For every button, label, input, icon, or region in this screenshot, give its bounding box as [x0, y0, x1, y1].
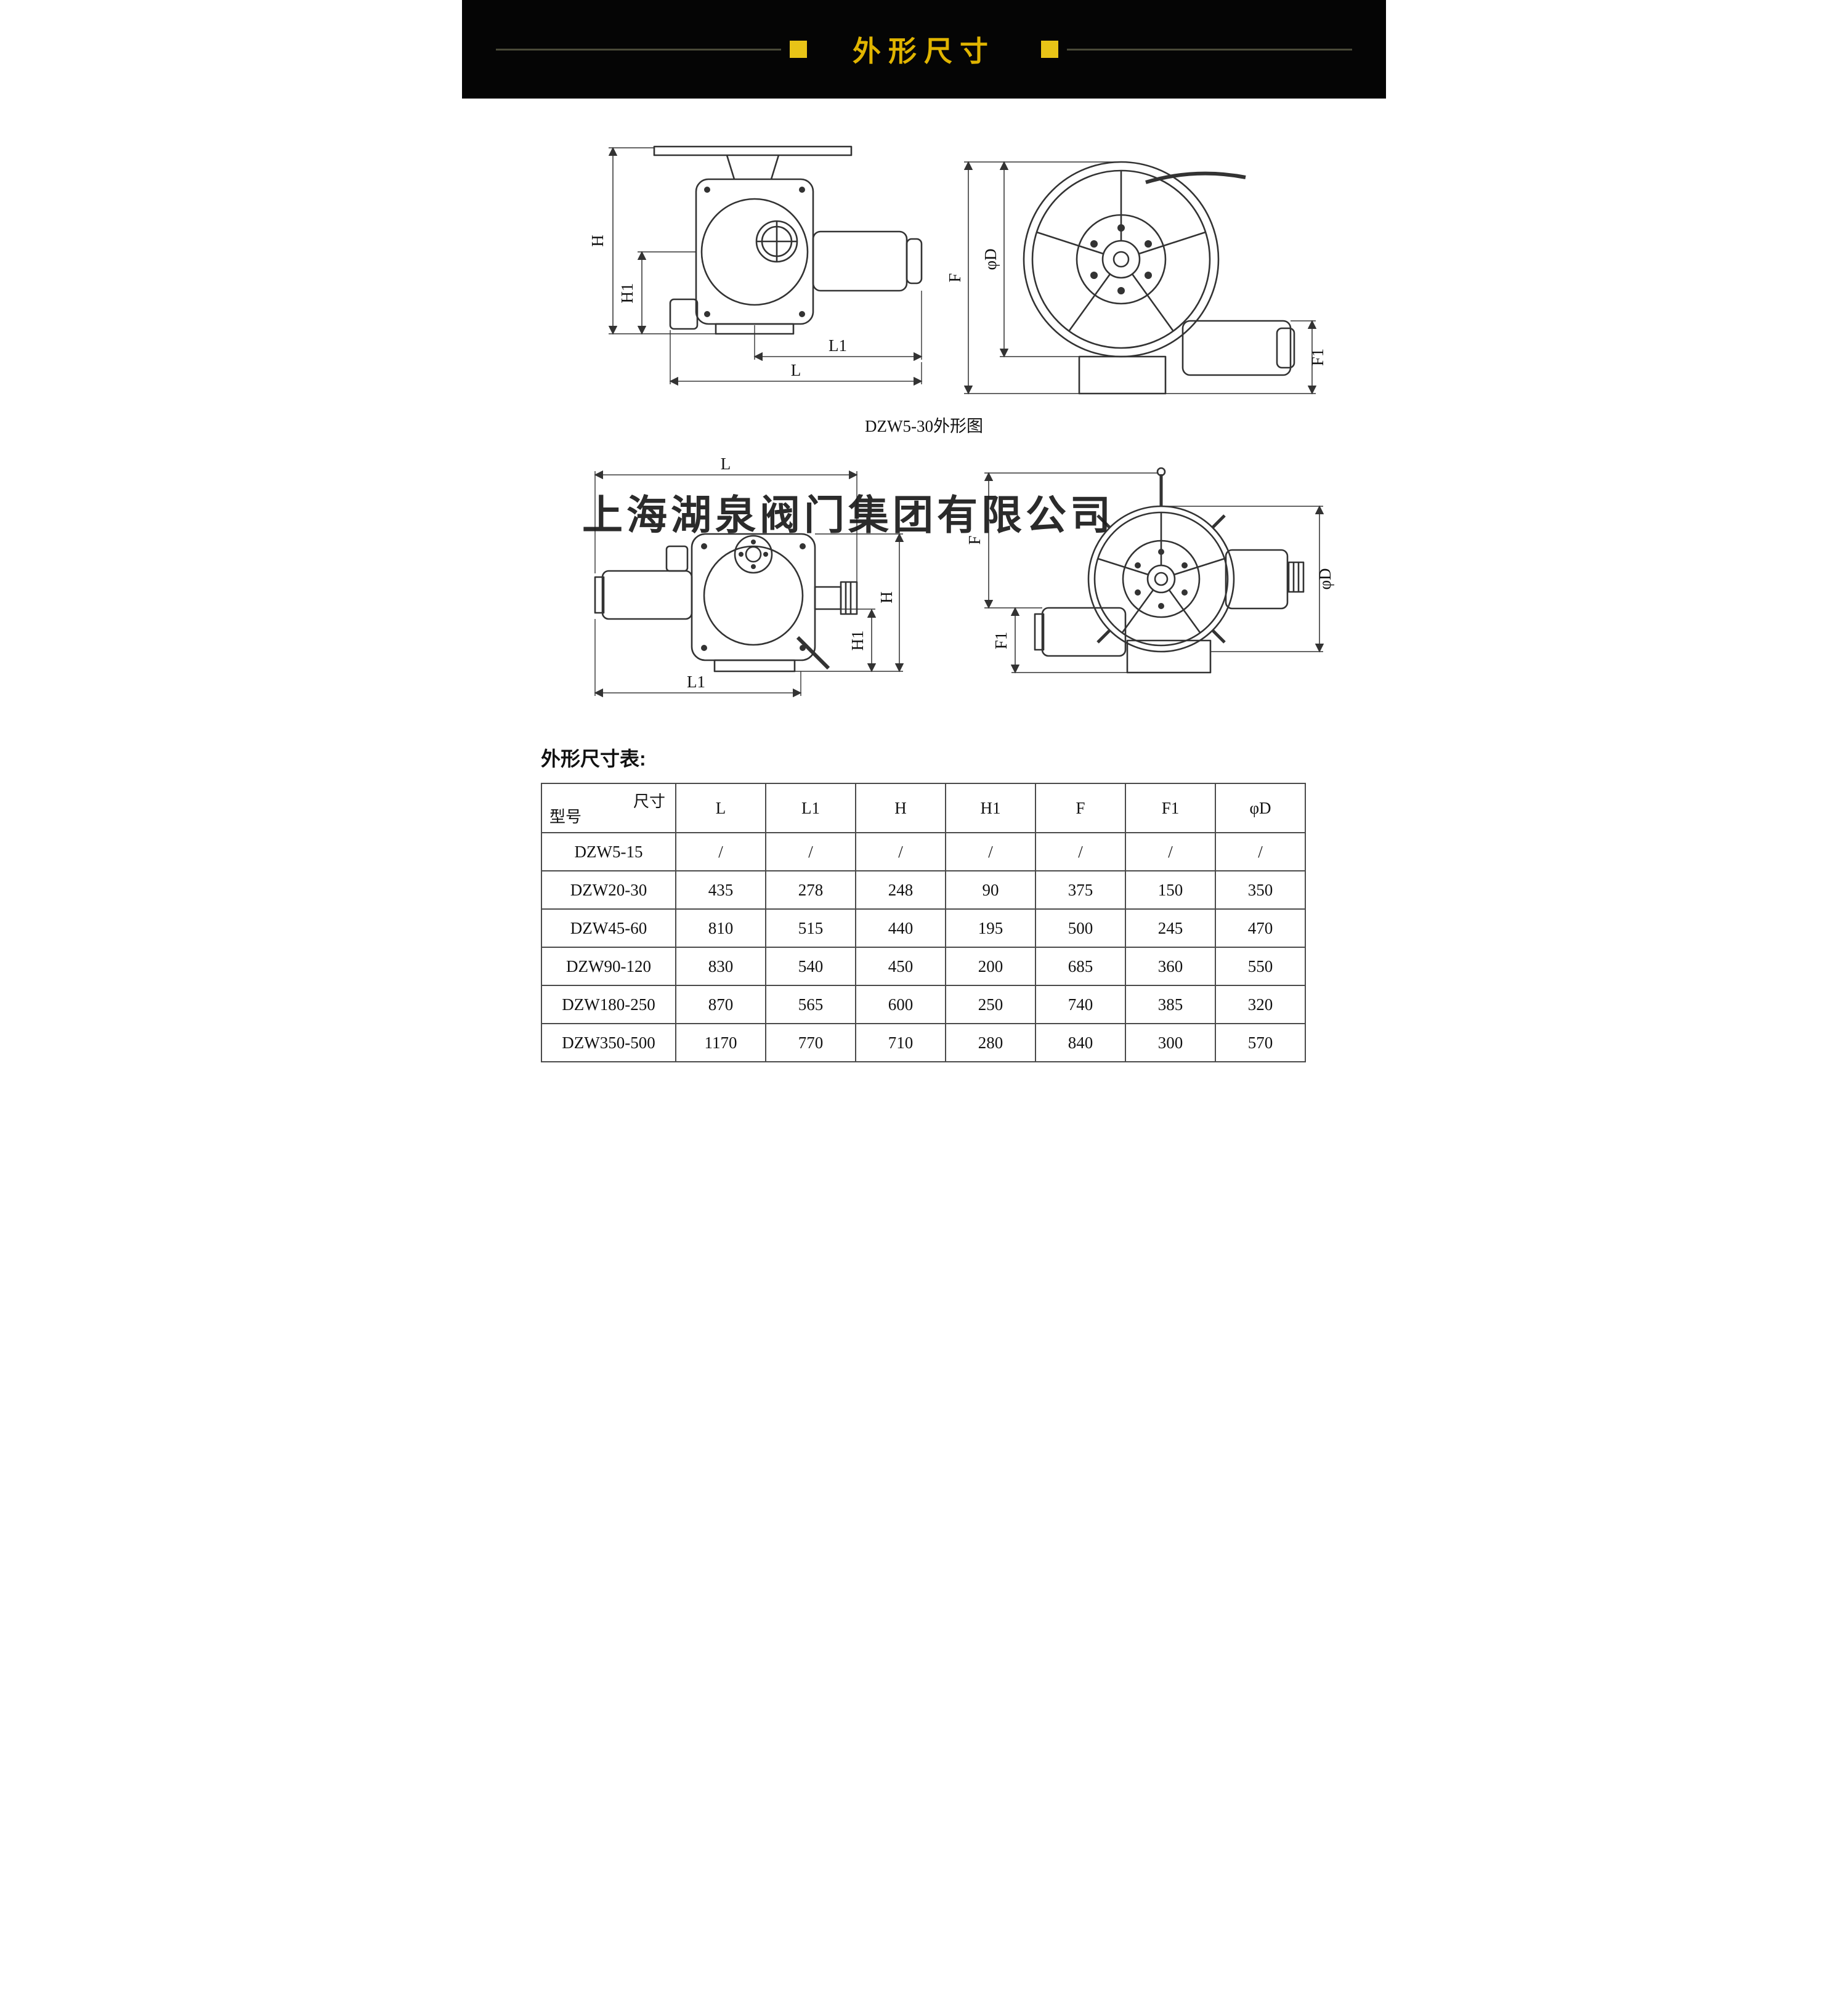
company-watermark: 上海湖泉阀门集团有限公司 — [582, 491, 1114, 539]
value-cell: 350 — [1215, 870, 1306, 910]
value-cell: 250 — [945, 985, 1036, 1024]
dim2-label-h1: H1 — [848, 631, 867, 651]
outline-drawing-bottom: L H H1 L1 — [594, 455, 1334, 698]
value-cell: / — [765, 832, 856, 871]
col-header-f: F — [1035, 783, 1126, 833]
value-cell: 550 — [1215, 947, 1306, 986]
value-cell: 150 — [1125, 870, 1216, 910]
value-cell: / — [1125, 832, 1216, 871]
model-cell: DZW45-60 — [541, 908, 676, 948]
banner-rule-left — [496, 48, 781, 51]
value-cell: 600 — [855, 985, 946, 1024]
value-cell: 1170 — [675, 1023, 766, 1062]
front-view-drawing: F φD F1 — [946, 161, 1327, 395]
corner-cell: 尺寸 型号 — [541, 783, 676, 833]
page: 外形尺寸 — [462, 0, 1386, 1118]
value-cell: 450 — [855, 947, 946, 986]
dim-label-l1: L1 — [829, 336, 847, 355]
side-view-drawing: H H1 L1 L — [588, 145, 923, 386]
table-row: DZW90-120 830 540 450 200 685 360 550 — [541, 947, 1306, 986]
dim2-label-f1: F1 — [992, 632, 1010, 650]
table-header-row: 尺寸 型号 L L1 H H1 F F1 φD — [541, 783, 1306, 833]
banner-square-left — [790, 41, 807, 58]
value-cell: 300 — [1125, 1023, 1216, 1062]
value-cell: 470 — [1215, 908, 1306, 948]
dim2-label-l1: L1 — [687, 673, 705, 691]
table-row: DZW5-15 / / / / / / / — [541, 832, 1306, 871]
value-cell: 195 — [945, 908, 1036, 948]
value-cell: / — [945, 832, 1036, 871]
dim-label-phid: φD — [981, 248, 1000, 270]
model-cell: DZW350-500 — [541, 1023, 676, 1062]
dim-label-l: L — [791, 361, 801, 379]
dim2-label-f: F — [965, 535, 984, 544]
corner-label-model: 型号 — [549, 808, 582, 826]
wheel-view-drawing-2: F F1 φD — [965, 467, 1334, 674]
model-cell: DZW5-15 — [541, 832, 676, 871]
table-heading: 外形尺寸表: — [541, 748, 646, 770]
value-cell: 500 — [1035, 908, 1126, 948]
col-header-l: L — [675, 783, 766, 833]
table-row: DZW350-500 1170 770 710 280 840 300 570 — [541, 1023, 1306, 1062]
value-cell: 440 — [855, 908, 946, 948]
value-cell: / — [1215, 832, 1306, 871]
dim-label-h: H — [588, 235, 607, 247]
value-cell: 685 — [1035, 947, 1126, 986]
value-cell: 200 — [945, 947, 1036, 986]
dimension-table: 尺寸 型号 L L1 H H1 F F1 φD DZW5-15 / / / / … — [541, 783, 1306, 1062]
value-cell: 770 — [765, 1023, 856, 1062]
value-cell: 375 — [1035, 870, 1126, 910]
value-cell: 90 — [945, 870, 1036, 910]
dim-label-f1: F1 — [1308, 349, 1327, 366]
title-banner: 外形尺寸 — [462, 0, 1386, 99]
value-cell: / — [855, 832, 946, 871]
value-cell: 810 — [675, 908, 766, 948]
col-header-phid: φD — [1215, 783, 1306, 833]
value-cell: 870 — [675, 985, 766, 1024]
value-cell: 360 — [1125, 947, 1216, 986]
table-row: DZW45-60 810 515 440 195 500 245 470 — [541, 908, 1306, 948]
value-cell: 280 — [945, 1023, 1036, 1062]
figure-dzw5-30: H H1 L1 L — [462, 121, 1386, 437]
dim2-label-phid: φD — [1316, 568, 1334, 589]
value-cell: 570 — [1215, 1023, 1306, 1062]
col-header-l1: L1 — [765, 783, 856, 833]
model-cell: DZW180-250 — [541, 985, 676, 1024]
col-header-f1: F1 — [1125, 783, 1216, 833]
table-row: DZW20-30 435 278 248 90 375 150 350 — [541, 870, 1306, 910]
dim2-label-h: H — [877, 591, 896, 604]
value-cell: 435 — [675, 870, 766, 910]
value-cell: / — [675, 832, 766, 871]
value-cell: 385 — [1125, 985, 1216, 1024]
value-cell: 830 — [675, 947, 766, 986]
value-cell: 840 — [1035, 1023, 1126, 1062]
page-title: 外形尺寸 — [853, 35, 995, 67]
col-header-h1: H1 — [945, 783, 1036, 833]
figure-outline-2: 上海湖泉阀门集团有限公司 — [462, 453, 1386, 718]
banner-rule-right — [1067, 48, 1352, 51]
value-cell: 248 — [855, 870, 946, 910]
value-cell: 540 — [765, 947, 856, 986]
value-cell: 740 — [1035, 985, 1126, 1024]
value-cell: 245 — [1125, 908, 1216, 948]
value-cell: 515 — [765, 908, 856, 948]
value-cell: 320 — [1215, 985, 1306, 1024]
table-row: DZW180-250 870 565 600 250 740 385 320 — [541, 985, 1306, 1024]
value-cell: 710 — [855, 1023, 946, 1062]
model-cell: DZW20-30 — [541, 870, 676, 910]
outline-drawing-top: H H1 L1 L — [588, 145, 1327, 395]
dim-label-f: F — [946, 273, 964, 282]
value-cell: 278 — [765, 870, 856, 910]
dim2-label-l: L — [721, 455, 731, 473]
corner-label-dimension: 尺寸 — [633, 793, 665, 811]
figure1-caption: DZW5-30外形图 — [865, 417, 983, 435]
dim-label-h1: H1 — [618, 283, 636, 304]
value-cell: / — [1035, 832, 1126, 871]
col-header-h: H — [855, 783, 946, 833]
banner-square-right — [1041, 41, 1058, 58]
model-cell: DZW90-120 — [541, 947, 676, 986]
side-view-drawing-2: L H H1 L1 — [594, 455, 904, 698]
value-cell: 565 — [765, 985, 856, 1024]
